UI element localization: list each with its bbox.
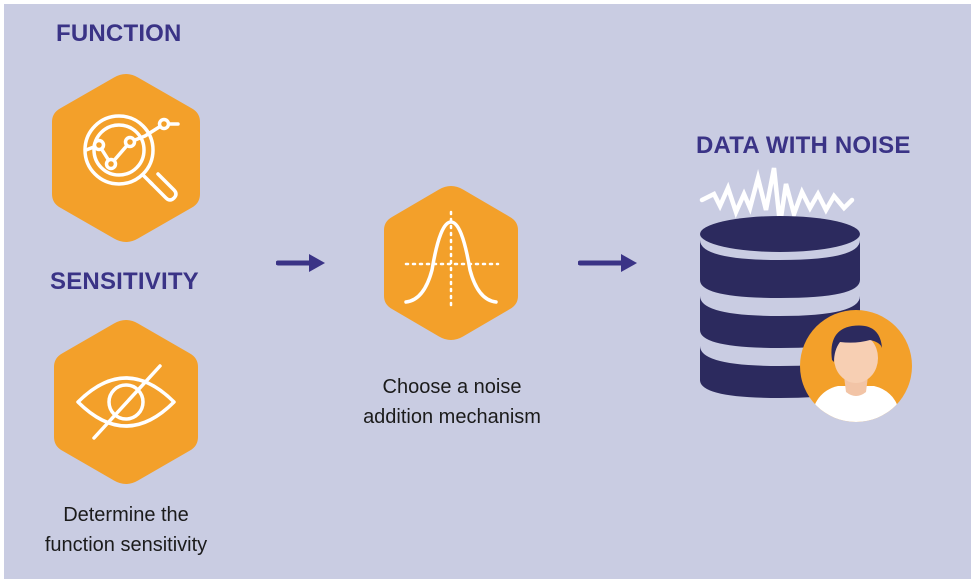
diagram-canvas: FUNCTION SENSITIVITY Determine the funct… (4, 4, 971, 579)
database-noise-icon (699, 167, 912, 422)
sensitivity-hexagon (54, 320, 198, 484)
arrow-right-icon (276, 254, 325, 272)
sensitivity-caption-line2: function sensitivity (44, 534, 208, 556)
magnifier-chart-icon (83, 114, 180, 202)
data-with-noise-heading: DATA WITH NOISE (696, 132, 911, 159)
bell-curve-icon (404, 210, 500, 310)
function-heading: FUNCTION (56, 20, 182, 47)
mechanism-caption-line1: Choose a noise (382, 376, 522, 398)
sensitivity-heading: SENSITIVITY (50, 268, 199, 295)
sensitivity-caption: Determine the function sensitivity (4, 500, 248, 560)
eye-slash-icon (76, 364, 176, 440)
person-avatar-icon (800, 310, 912, 422)
arrow-right-icon (578, 254, 637, 272)
noise-signal (699, 167, 855, 225)
mechanism-hexagon (384, 186, 518, 340)
mechanism-caption-line2: addition mechanism (363, 406, 541, 428)
sensitivity-caption-line1: Determine the (63, 504, 189, 526)
mechanism-caption: Choose a noise addition mechanism (322, 372, 582, 432)
function-hexagon (52, 74, 200, 242)
